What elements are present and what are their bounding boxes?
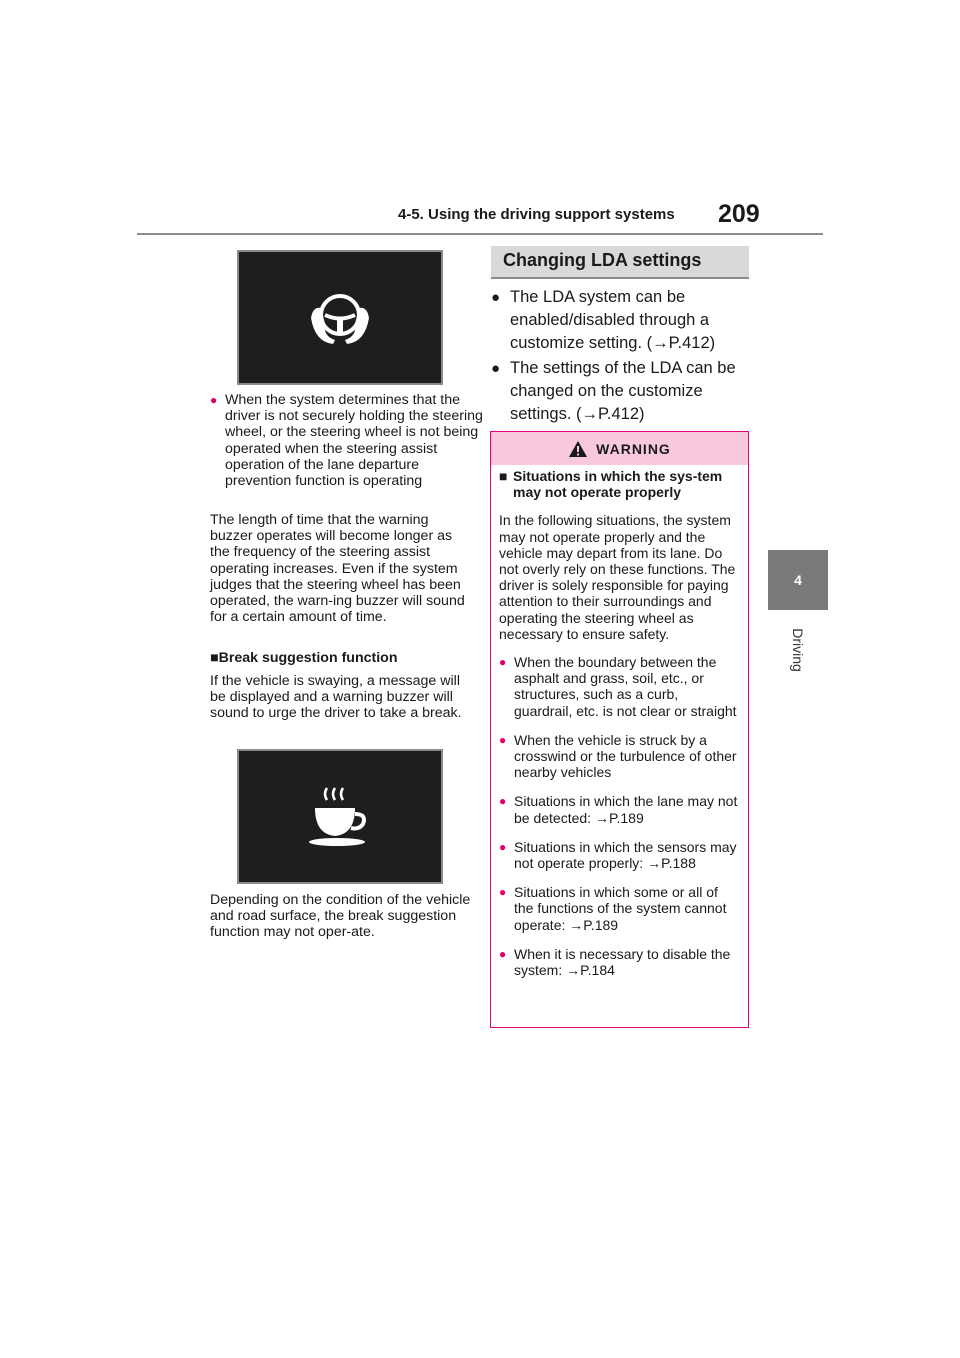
square-bullet-icon: ■: [210, 650, 219, 666]
left-bullet-1-text: When the system determines that the driv…: [225, 392, 483, 490]
right-bullet-2: ● The settings of the LDA can be changed…: [491, 357, 753, 426]
warning-item-text: When it is necessary to disable the syst…: [514, 945, 731, 979]
warning-list-item: ● Situations in which the lane may not be…: [499, 793, 739, 825]
warning-label: WARNING: [596, 440, 671, 457]
left-paragraph-2: If the vehicle is swaying, a message wil…: [210, 673, 462, 722]
header-rule: [137, 233, 823, 235]
arrow-icon: →: [652, 334, 669, 352]
arrow-icon: →: [566, 962, 581, 979]
section-title: Changing LDA settings: [491, 246, 749, 279]
bullet-dot-icon: ●: [499, 732, 507, 747]
warning-item-ref[interactable]: P.189: [608, 809, 644, 826]
warning-item-ref[interactable]: P.184: [580, 962, 615, 979]
right-bullet-1: ● The LDA system can be enabled/disabled…: [491, 286, 753, 355]
arrow-icon: →: [569, 916, 584, 933]
bullet-dot-icon: ●: [499, 946, 507, 961]
arrow-icon: →: [647, 855, 662, 872]
arrow-icon: →: [581, 405, 599, 423]
left-bullet-1: ● When the system determines that the dr…: [210, 392, 487, 489]
bullet-dot-icon: ●: [491, 360, 501, 377]
right-bullet-2-ref[interactable]: P.412): [598, 405, 645, 423]
warning-item-text: Situations in which the lane may not be …: [514, 793, 738, 826]
chapter-label: Driving: [789, 628, 806, 672]
arrow-icon: →: [594, 809, 609, 826]
bullet-dot-icon: ●: [499, 839, 507, 854]
left-subheading-text: Break suggestion function: [218, 650, 398, 666]
warning-body: ■ Situations in which the sys-tem may no…: [499, 468, 739, 991]
warning-item-ref[interactable]: P.188: [661, 855, 696, 872]
warning-intro: In the following situations, the system …: [499, 512, 736, 642]
right-bullet-1-ref[interactable]: P.412): [668, 334, 716, 352]
header-title: 4-5. Using the driving support systems: [398, 206, 675, 223]
warning-item-text: Situations in which some or all of the f…: [514, 884, 727, 933]
page-number: 209: [718, 200, 760, 228]
right-bullet-2-text: The settings of the LDA can be changed o…: [510, 359, 736, 423]
left-subheading: ■Break suggestion function: [210, 650, 472, 666]
warning-item-text: Situations in which the sensors may not …: [514, 838, 737, 872]
warning-item-ref[interactable]: P.189: [583, 916, 619, 933]
warning-list-item: ● Situations in which some or all of the …: [499, 884, 739, 933]
bullet-dot-icon: ●: [499, 655, 507, 670]
left-paragraph-3: Depending on the condition of the vehicl…: [210, 892, 471, 941]
chapter-label-container: Driving: [758, 622, 838, 682]
warning-list: ● When the boundary between the asphalt a…: [499, 654, 739, 978]
warning-subheading: ■ Situations in which the sys-tem may no…: [499, 468, 739, 500]
bullet-dot-icon: ●: [499, 794, 507, 809]
bullet-dot-icon: ●: [499, 885, 507, 900]
left-paragraph-1: The length of time that the warning buzz…: [210, 512, 465, 626]
warning-item-text: When the vehicle is struck by a crosswin…: [514, 731, 737, 781]
bullet-dot-icon: ●: [210, 393, 218, 407]
display-screen-break-suggestion: [237, 749, 443, 884]
square-bullet-icon: ■: [499, 468, 508, 484]
warning-list-item: ● When it is necessary to disable the sys…: [499, 946, 739, 978]
warning-triangle-icon: [569, 440, 588, 457]
warning-header: WARNING: [491, 432, 748, 465]
warning-list-item: ● Situations in which the sensors may not…: [499, 839, 739, 871]
right-bullet-1-text: The LDA system can be enabled/disabled t…: [510, 288, 710, 352]
display-screen-hands-on: [237, 250, 443, 385]
bullet-dot-icon: ●: [491, 289, 501, 306]
coffee-cup-icon: [309, 786, 366, 846]
chapter-number: 4: [794, 572, 802, 588]
chapter-tab: 4: [768, 550, 828, 610]
warning-list-item: ● When the vehicle is struck by a crosswi…: [499, 732, 739, 781]
warning-item-text: When the boundary between the asphalt an…: [514, 654, 737, 719]
warning-subheading-text: Situations in which the sys-tem may not …: [513, 468, 723, 501]
warning-box: WARNING ■ Situations in which the sys-te…: [490, 431, 749, 1028]
hands-on-steering-wheel-icon: [311, 293, 369, 344]
warning-list-item: ● When the boundary between the asphalt a…: [499, 654, 739, 719]
